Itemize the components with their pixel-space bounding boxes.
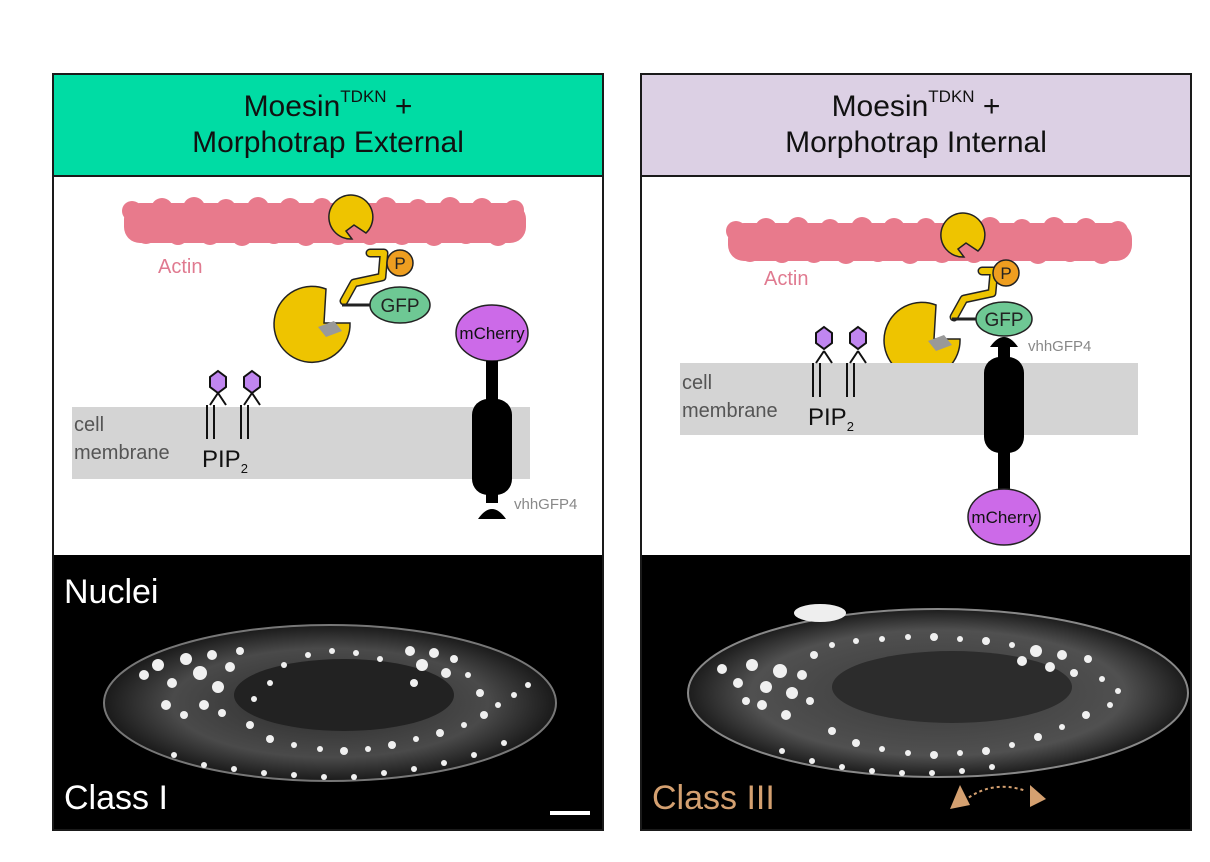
gfp-protein: GFP (975, 301, 1033, 337)
cell-membrane (680, 363, 1138, 435)
pip2-lipids (206, 369, 261, 439)
pip2-lipids (812, 325, 867, 397)
schematic-external: Actin P GFP cell membrane (72, 194, 577, 519)
cell-membrane (72, 407, 530, 479)
moesin-protein (883, 212, 999, 380)
panel-morphotrap-internal: MoesinTDKN + Morphotrap Internal Actin (640, 73, 1192, 831)
phospho-group: P (992, 259, 1020, 287)
vhhgfp4-label: vhhGFP4 (1028, 338, 1091, 355)
panel-morphotrap-external: MoesinTDKN + Morphotrap External (52, 73, 604, 831)
arrow-annotation (950, 785, 1046, 809)
scale-bar (550, 811, 590, 815)
vhhgfp4-label: vhhGFP4 (514, 496, 577, 513)
phospho-label: P (1000, 264, 1011, 283)
actin-label: Actin (158, 256, 202, 278)
gfp-label: GFP (984, 310, 1023, 331)
class-label: Class III (652, 779, 775, 817)
gfp-label: GFP (380, 296, 419, 317)
header-title-line1: MoesinTDKN + (831, 87, 1001, 123)
header-title-line2: Morphotrap Internal (785, 126, 1047, 159)
class-label: Class I (64, 779, 168, 817)
moesin-protein (273, 194, 389, 364)
embryo-fluorescence (687, 604, 1189, 809)
nuclei-label: Nuclei (64, 573, 159, 611)
superscript-tdkn: TDKN (928, 87, 975, 106)
actin-filament (122, 197, 526, 246)
header-title-line2: Morphotrap External (192, 126, 464, 159)
membrane-label-line1: cell (74, 414, 104, 436)
morphotrap-external: mCherry (455, 304, 529, 519)
membrane-label-line2: membrane (74, 442, 170, 464)
microscopy-image-class-iii: Class III (642, 555, 1190, 829)
actin-filament (726, 217, 1132, 264)
microscopy-image-class-i: Nuclei Class I (54, 555, 602, 829)
embryo-fluorescence (103, 624, 590, 815)
mcherry-label: mCherry (459, 324, 525, 343)
panel-header-internal: MoesinTDKN + Morphotrap Internal (642, 75, 1190, 177)
membrane-label-line1: cell (682, 372, 712, 394)
schematic-internal: Actin P GFP cell membrane (680, 212, 1138, 546)
superscript-tdkn: TDKN (340, 87, 387, 106)
phospho-group: P (386, 249, 414, 277)
morphotrap-internal: mCherry (967, 337, 1041, 546)
gfp-protein: GFP (369, 286, 431, 324)
header-title-line1: MoesinTDKN + (243, 87, 413, 123)
panel-header-external: MoesinTDKN + Morphotrap External (54, 75, 602, 177)
phospho-label: P (394, 254, 405, 273)
mcherry-label: mCherry (971, 508, 1037, 527)
pip2-label: PIP2 (808, 404, 854, 434)
pip2-label: PIP2 (202, 446, 248, 476)
membrane-label-line2: membrane (682, 400, 778, 422)
actin-label: Actin (764, 268, 808, 290)
